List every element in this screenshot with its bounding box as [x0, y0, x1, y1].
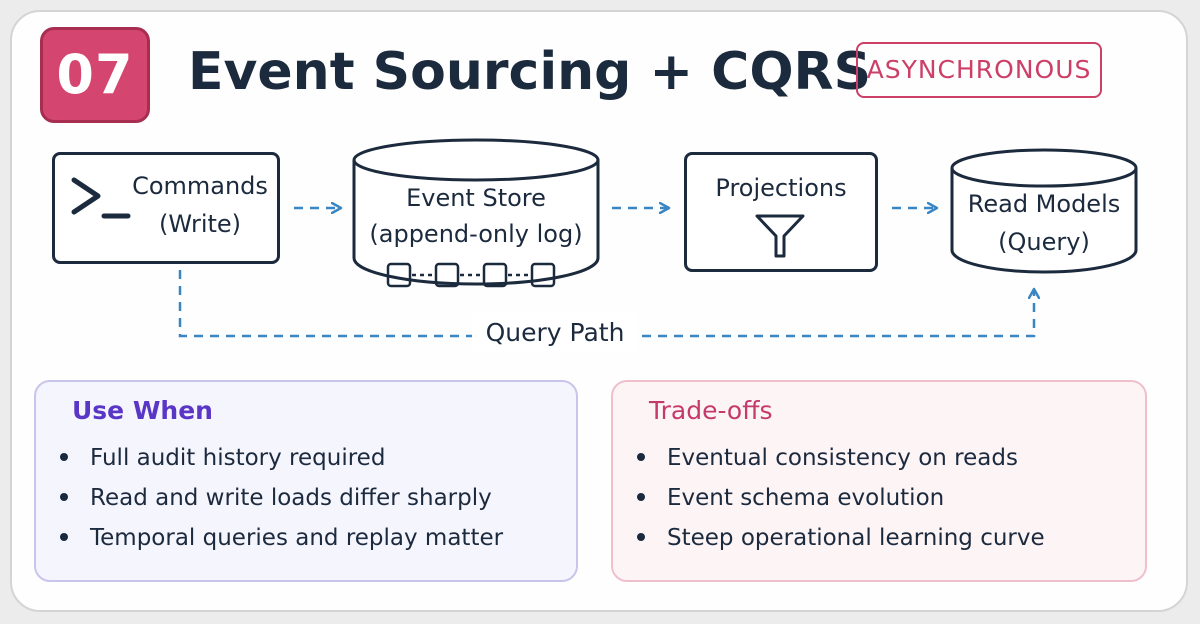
use-when-list: Full audit history required Read and wri…: [60, 438, 503, 558]
read-models-label: Read Models: [967, 190, 1121, 218]
read-models-sublabel: (Query): [998, 228, 1090, 256]
event-store-label: Event Store: [406, 184, 546, 212]
list-item: Steep operational learning curve: [637, 518, 1045, 558]
terminal-prompt-icon: [71, 177, 131, 219]
bullet-icon: [637, 492, 645, 501]
list-item: Event schema evolution: [637, 478, 1045, 518]
list-item: Read and write loads differ sharply: [60, 478, 503, 518]
commands-label: Commands: [132, 172, 268, 200]
asynchronous-tag: ASYNCHRONOUS: [856, 42, 1102, 98]
use-when-panel: Use When Full audit history required Rea…: [34, 380, 578, 582]
commands-box: [52, 152, 280, 264]
trade-offs-title: Trade-offs: [649, 396, 773, 425]
diagram-title: Event Sourcing + CQRS: [188, 42, 872, 102]
query-path-line: [178, 270, 1034, 338]
bullet-icon: [637, 452, 645, 461]
bullet-icon: [60, 452, 68, 461]
trade-offs-list: Eventual consistency on reads Event sche…: [637, 438, 1045, 558]
list-item: Temporal queries and replay matter: [60, 518, 503, 558]
use-when-title: Use When: [72, 396, 213, 425]
projections-label: Projections: [715, 174, 847, 202]
list-item: Full audit history required: [60, 438, 503, 478]
list-item: Eventual consistency on reads: [637, 438, 1045, 478]
trade-offs-panel: Trade-offs Eventual consistency on reads…: [611, 380, 1147, 582]
bullet-icon: [637, 532, 645, 541]
commands-sublabel: (Write): [158, 210, 242, 238]
bullet-icon: [60, 492, 68, 501]
query-path-label: Query Path: [472, 313, 638, 353]
event-store-cylinder: [352, 138, 600, 286]
read-models-cylinder: [950, 148, 1138, 274]
section-number-badge: 07: [40, 27, 150, 123]
projections-box: [684, 152, 878, 272]
bullet-icon: [60, 532, 68, 541]
event-log-icon: [386, 262, 556, 288]
funnel-icon: [755, 214, 805, 258]
event-store-sublabel: (append-only log): [369, 220, 583, 248]
